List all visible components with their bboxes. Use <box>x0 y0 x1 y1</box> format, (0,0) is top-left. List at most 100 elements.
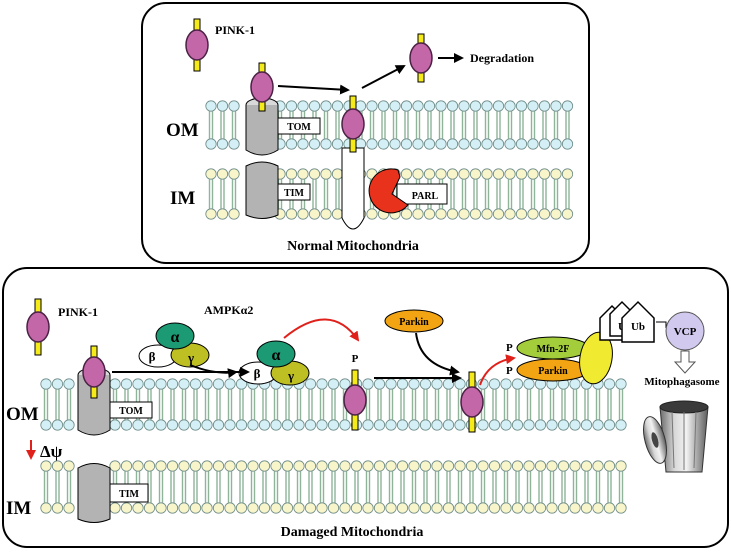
lipid-head <box>178 419 190 431</box>
presequence-icon <box>341 147 365 230</box>
lipid-head <box>224 378 236 390</box>
lipid-head <box>523 378 535 390</box>
ampk-label: AMPKα2 <box>204 303 253 317</box>
lipid-head <box>212 419 225 431</box>
lipid-head <box>550 100 562 112</box>
lipid-head <box>166 502 179 514</box>
lipid-head <box>569 419 581 431</box>
lipid-head <box>155 378 167 390</box>
degradation-label: Degradation <box>470 51 534 65</box>
normal-mitochondria-panel: TOM TIM PARL PINK-1 <box>141 2 590 264</box>
lipid-head <box>481 100 493 112</box>
lipid-head <box>293 419 305 431</box>
lipid-head <box>603 460 616 472</box>
lipid-head <box>212 378 225 390</box>
tim-channel-icon: TIM <box>245 161 311 219</box>
parkin-label: Parkin <box>538 366 568 377</box>
lipid-head <box>458 168 470 180</box>
lipid-head <box>408 419 420 431</box>
lipid-head <box>615 419 627 431</box>
lipid-head <box>63 502 75 514</box>
lipid-head <box>320 100 332 112</box>
lipid-head <box>454 419 466 431</box>
lipid-head <box>327 502 340 514</box>
lipid-head <box>569 502 581 514</box>
lipid-head <box>557 460 570 472</box>
lipid-head <box>515 168 528 180</box>
lipid-head <box>362 460 374 472</box>
lipid-head <box>285 168 298 180</box>
lipid-head <box>304 460 317 472</box>
parkin-protein-icon: Parkin <box>384 309 444 333</box>
lipid-head <box>400 100 413 112</box>
lipid-head <box>446 138 459 150</box>
lipid-head <box>550 168 562 180</box>
phosphorylation-arrow <box>283 318 360 342</box>
lipid-head <box>431 378 443 390</box>
lipid-head <box>40 460 52 472</box>
lipid-head <box>143 378 156 390</box>
lipid-head <box>331 100 344 112</box>
lipid-head <box>40 419 52 431</box>
lipid-head <box>511 378 524 390</box>
lipid-head <box>435 168 447 180</box>
lipid-head <box>400 168 413 180</box>
lipid-head <box>51 502 64 514</box>
lipid-head <box>469 100 482 112</box>
lipid-head <box>492 100 505 112</box>
lipid-head <box>377 100 390 112</box>
lipid-head <box>603 502 616 514</box>
lipid-head <box>178 502 190 514</box>
lipid-head <box>488 460 501 472</box>
lipid-head <box>465 502 478 514</box>
lipid-head <box>155 460 167 472</box>
lipid-head <box>377 138 390 150</box>
lipid-head <box>235 502 248 514</box>
lipid-head <box>527 100 539 112</box>
lipid-head <box>435 138 447 150</box>
lipid-head <box>431 502 443 514</box>
lipid-head <box>534 419 547 431</box>
lipid-head <box>412 138 424 150</box>
lipid-head <box>515 138 528 150</box>
lipid-head <box>569 460 581 472</box>
lipid-head <box>500 502 512 514</box>
lipid-head <box>538 208 551 220</box>
parl-label: PARL <box>412 191 439 202</box>
lipid-head <box>488 502 501 514</box>
ampk-bind-arrow <box>189 364 238 379</box>
lipid-head <box>615 460 627 472</box>
lipid-head <box>120 502 133 514</box>
lipid-head <box>120 378 133 390</box>
lipid-head <box>454 378 466 390</box>
lipid-head <box>366 208 378 220</box>
lipid-head <box>316 502 328 514</box>
lipid-head <box>362 502 374 514</box>
lipid-head <box>538 138 551 150</box>
gamma-subunit: γ <box>287 368 294 383</box>
lipid-head <box>63 378 75 390</box>
lipid-head <box>304 378 317 390</box>
lipid-head <box>308 208 321 220</box>
panel-title-normal: Normal Mitochondria <box>287 239 419 254</box>
lipid-head <box>189 419 202 431</box>
lipid-head <box>316 378 328 390</box>
pink1-label: PINK-1 <box>58 305 98 319</box>
lipid-head <box>557 419 570 431</box>
lipid-head <box>385 419 397 431</box>
lipid-head <box>320 208 332 220</box>
lipid-head <box>63 419 75 431</box>
lipid-head <box>435 208 447 220</box>
vcp-icon: VCP <box>665 311 705 374</box>
lipid-head <box>327 378 340 390</box>
lipid-head <box>51 419 64 431</box>
lipid-head <box>143 502 156 514</box>
lipid-head <box>538 168 551 180</box>
lipid-head <box>546 502 558 514</box>
lipid-head <box>178 460 190 472</box>
lipid-head <box>212 460 225 472</box>
lipid-head <box>442 378 455 390</box>
lipid-head <box>373 460 386 472</box>
lipid-head <box>442 419 455 431</box>
lipid-head <box>454 502 466 514</box>
